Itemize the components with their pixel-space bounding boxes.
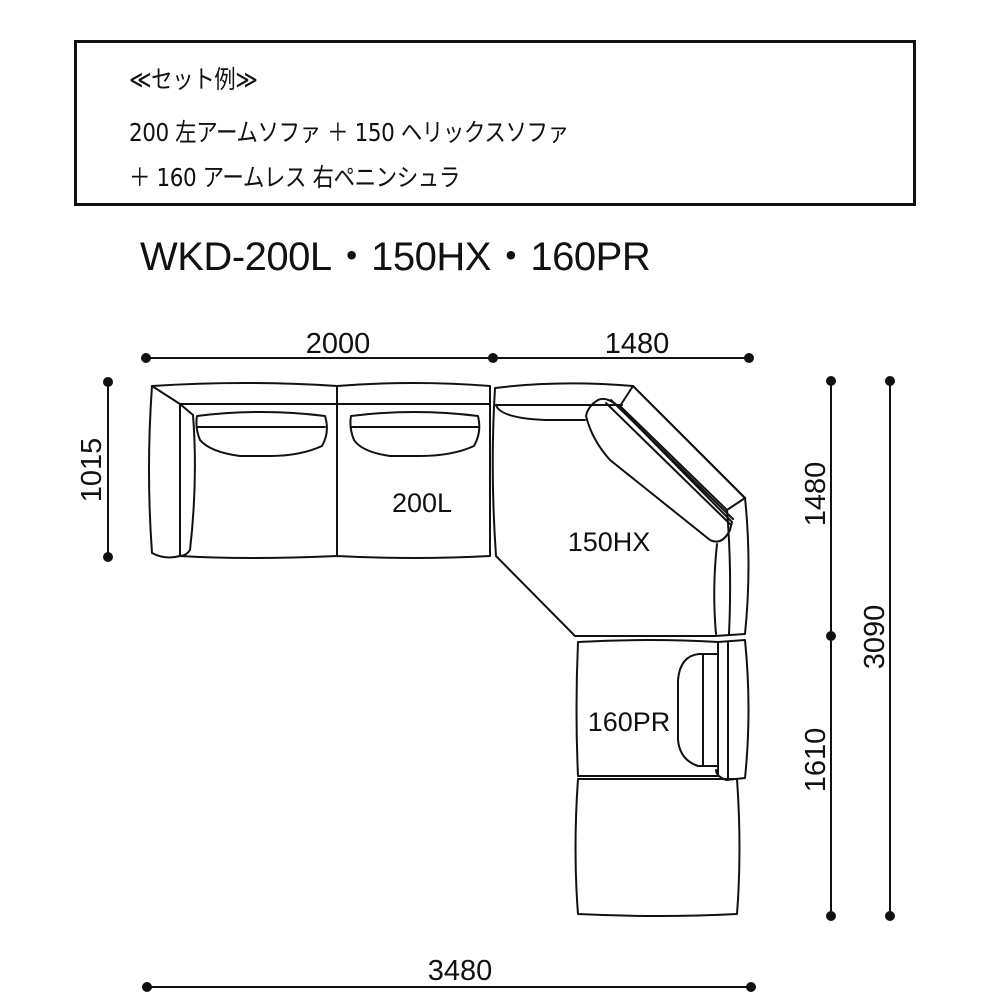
dim-endpoint <box>826 631 836 641</box>
dim-label-1610: 1610 <box>800 728 832 793</box>
dim-endpoint <box>885 911 895 921</box>
dim-endpoint <box>746 982 756 992</box>
dim-endpoint <box>826 376 836 386</box>
dim-endpoint <box>141 353 151 363</box>
dim-endpoint <box>142 982 152 992</box>
dim-label-3480: 3480 <box>428 955 493 987</box>
unit-label-150HX: 150HX <box>568 527 651 557</box>
dim-label-1015: 1015 <box>76 438 108 503</box>
unit-label-160PR: 160PR <box>588 707 671 737</box>
model-code: WKD-200L・150HX・160PR <box>140 235 651 279</box>
set-example-heading: ≪セット例≫ <box>129 65 258 94</box>
dim-label-2000: 2000 <box>306 328 371 360</box>
dim-endpoint <box>826 911 836 921</box>
dim-endpoint <box>885 376 895 386</box>
set-example-line-2: ＋ 160 アームレス 右ペニンシュラ <box>129 163 460 192</box>
set-example-line-1: 200 左アームソファ ＋ 150 ヘリックスソファ <box>129 118 569 147</box>
unit-label-200L: 200L <box>392 488 452 518</box>
set-example-box: ≪セット例≫ 200 左アームソファ ＋ 150 ヘリックスソファ ＋ 160 … <box>74 40 916 206</box>
dim-label-1480-right: 1480 <box>800 462 832 527</box>
dim-endpoint <box>103 377 113 387</box>
sofa-200L <box>148 382 491 559</box>
sofa-150HX <box>491 382 750 637</box>
sofa-160PR <box>574 639 750 917</box>
dim-endpoint <box>103 552 113 562</box>
dim-label-3090: 3090 <box>859 605 891 670</box>
dim-label-1480-top: 1480 <box>605 328 670 360</box>
dim-endpoint <box>744 353 754 363</box>
